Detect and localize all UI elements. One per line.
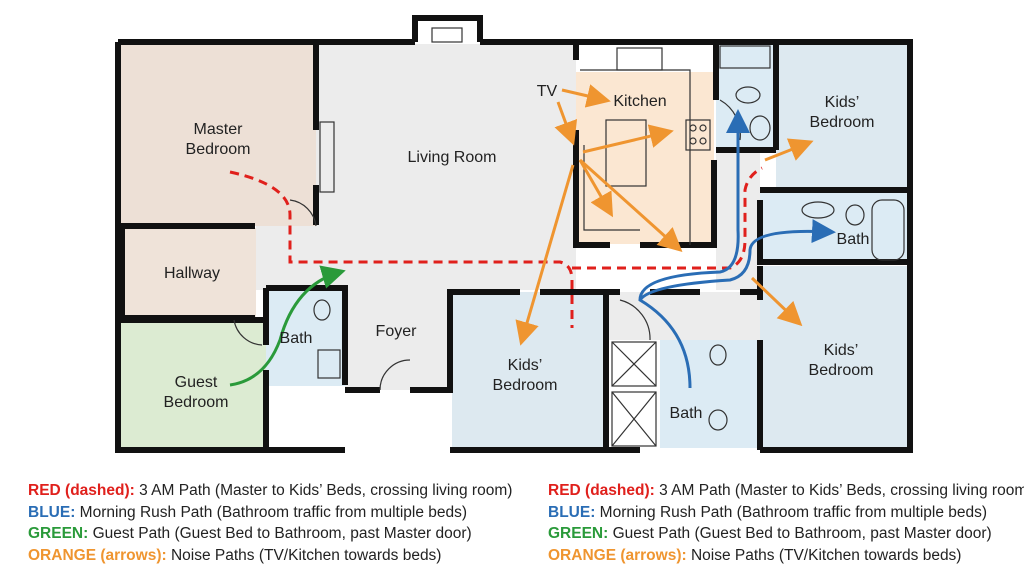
legend-item-red: RED (dashed): 3 AM Path (Master to Kids’… <box>28 482 513 499</box>
kids-bedroom-right <box>760 266 908 448</box>
guest-bedroom <box>118 320 266 448</box>
foyer <box>345 290 450 390</box>
foyer-label: Foyer <box>376 323 418 340</box>
master-bedroom-label-2: Bedroom <box>186 141 251 158</box>
legend-item-green: GREEN: Guest Path (Guest Bed to Bathroom… <box>28 525 472 542</box>
kids-bedroom-mid-label-2: Bedroom <box>493 377 558 394</box>
kitchen-label: Kitchen <box>613 93 666 110</box>
hallway-label: Hallway <box>164 265 220 282</box>
orange-noise-paths <box>515 84 814 346</box>
fixtures <box>233 27 905 447</box>
bath-right-label: Bath <box>837 231 870 248</box>
bath-right <box>760 192 908 264</box>
kids-bedroom-top-label-2: Bedroom <box>810 114 875 131</box>
bath-mid-label: Bath <box>670 405 703 422</box>
blue-morning-path <box>638 109 750 389</box>
legend-right: RED (dashed): 3 AM Path (Master to Kids’… <box>548 480 1024 566</box>
legend-item-blue: BLUE: Morning Rush Path (Bathroom traffi… <box>28 503 468 521</box>
kids-bedroom-right-label-2: Bedroom <box>809 362 874 379</box>
guest-bedroom-label-1: Guest <box>175 374 218 391</box>
kids-bedroom-mid-label-1: Kids’ <box>508 357 543 374</box>
legend-item-orange: ORANGE (arrows): Noise Paths (TV/Kitchen… <box>28 546 442 564</box>
hallway <box>122 228 256 318</box>
tv-label: TV <box>537 83 558 100</box>
bath-top <box>716 44 776 150</box>
red-3am-path <box>229 166 763 328</box>
master-bedroom-label-1: Master <box>194 121 244 138</box>
kids-bedroom-top <box>776 44 908 190</box>
legend-item-red: RED (dashed): 3 AM Path (Master to Kids’… <box>548 482 1024 499</box>
kids-bedroom-right-label-1: Kids’ <box>824 342 859 359</box>
legend-left: RED (dashed): 3 AM Path (Master to Kids’… <box>28 480 512 566</box>
guest-bedroom-label-2: Bedroom <box>164 394 229 411</box>
master-bedroom <box>118 44 316 226</box>
legend-item-blue: BLUE: Morning Rush Path (Bathroom traffi… <box>548 503 988 521</box>
legend-item-green: GREEN: Guest Path (Guest Bed to Bathroom… <box>548 525 992 542</box>
legend-item-orange: ORANGE (arrows): Noise Paths (TV/Kitchen… <box>548 546 962 564</box>
living-room-label: Living Room <box>408 149 497 166</box>
kids-bedroom-top-label-1: Kids’ <box>825 94 860 111</box>
green-guest-path <box>229 265 346 387</box>
bath-left-label: Bath <box>280 330 313 347</box>
